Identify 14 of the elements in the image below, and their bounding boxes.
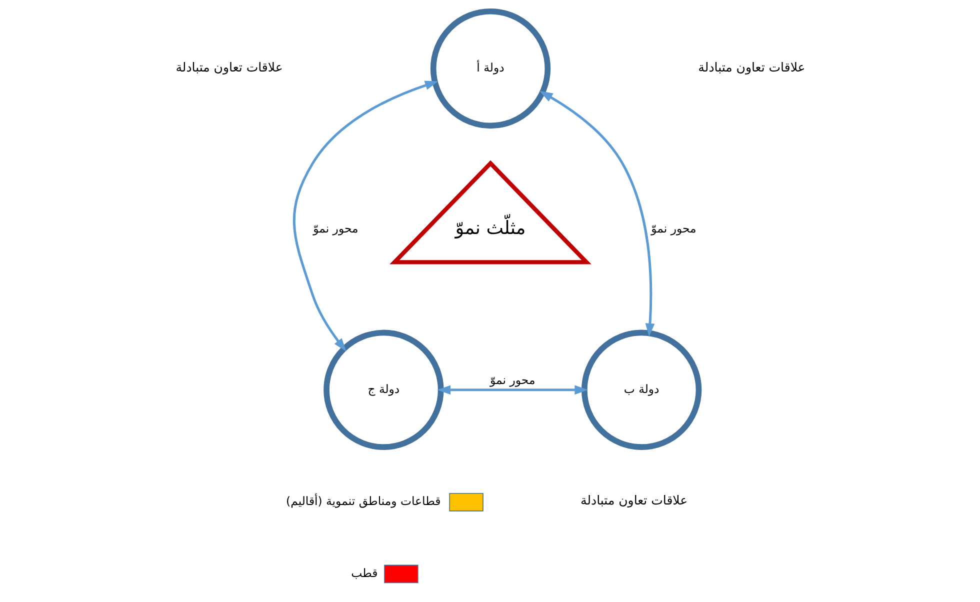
label: علاقات تعاون متبادلة: [698, 59, 805, 74]
legend-label: قطب: [350, 566, 378, 580]
node-circle: دولة ج: [323, 330, 444, 450]
legend-label: قطاعات ومناطق تنموية (أقاليم): [286, 494, 440, 508]
node-circle: دولة ب: [580, 330, 702, 450]
label: علاقات تعاون متبادلة: [580, 492, 688, 508]
edge-label: محور نموّ: [490, 373, 535, 388]
node-circle: دولة أ: [430, 8, 550, 129]
arrow: [436, 385, 588, 395]
edge-label: محور نموّ: [312, 221, 358, 236]
arrow: [538, 90, 654, 337]
arrow: [292, 80, 438, 352]
label: علاقات تعاون متبادلة: [175, 59, 282, 74]
edge-label: محور نموّ: [650, 221, 696, 236]
